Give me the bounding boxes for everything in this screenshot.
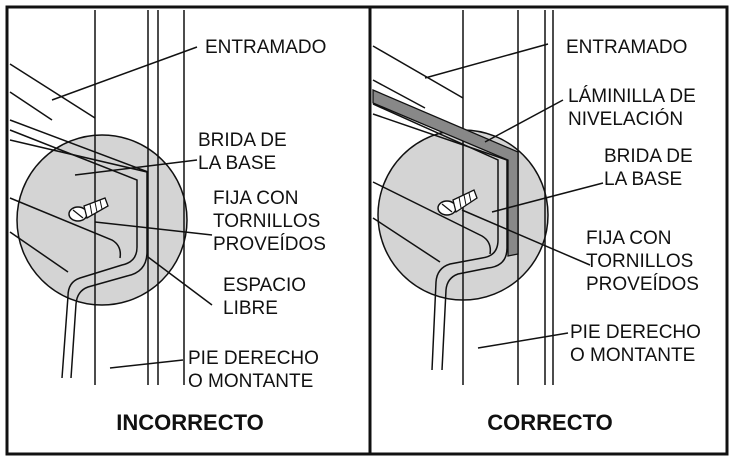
screw-icon — [68, 197, 109, 222]
outer-frame — [5, 5, 729, 456]
label-screws: FIJA CON TORNILLOS PROVEÍDOS — [213, 188, 326, 255]
leveling-shim — [372, 89, 519, 257]
label-stud: PIE DERECHO O MONTANTE — [188, 348, 324, 392]
stud — [94, 10, 185, 385]
detail-circle — [16, 134, 188, 306]
caption-incorrect: INCORRECTO — [116, 410, 264, 435]
label-gap: ESPACIO LIBRE — [223, 275, 311, 319]
label-flange: BRIDA DE LA BASE — [198, 130, 292, 174]
base-flange — [372, 103, 508, 371]
screw-icon — [437, 189, 478, 216]
joist — [372, 45, 464, 109]
leader-lines — [51, 46, 213, 369]
label-screws: FIJA CON TORNILLOS PROVEÍDOS — [586, 228, 699, 295]
joist — [9, 63, 149, 173]
label-shim: LÁMINILLA DE NIVELACIÓN — [568, 86, 701, 130]
leader-lines — [424, 43, 604, 349]
panel-correct: ENTRAMADO LÁMINILLA DE NIVELACIÓN BRIDA … — [372, 10, 706, 435]
label-flange: BRIDA DE LA BASE — [604, 146, 698, 190]
base-flange — [9, 129, 148, 379]
label-joist: ENTRAMADO — [566, 37, 687, 58]
label-stud: PIE DERECHO O MONTANTE — [570, 322, 706, 366]
caption-correct: CORRECTO — [487, 410, 613, 435]
label-joist: ENTRAMADO — [205, 37, 326, 58]
panel-incorrect: ENTRAMADO BRIDA DE LA BASE FIJA CON TORN… — [9, 10, 326, 435]
